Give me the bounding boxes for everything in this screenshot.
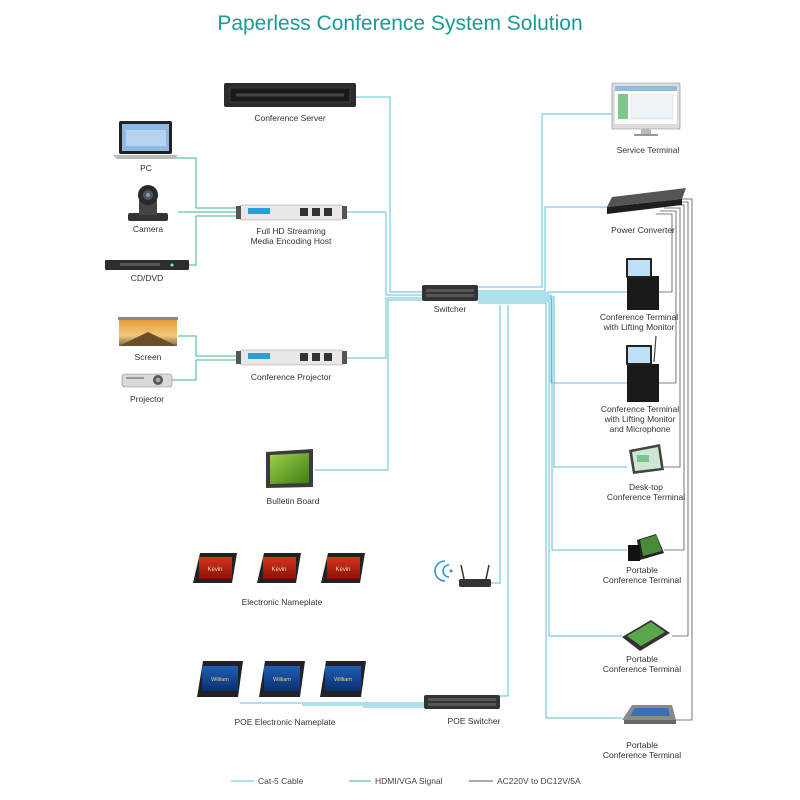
portable-terminal-3-device: [622, 705, 676, 724]
label-portable-terminal-3: Portable Conference Terminal: [602, 740, 682, 760]
label-projector: Projector: [129, 394, 165, 404]
label-electronic-nameplate: Electronic Nameplate: [241, 597, 323, 607]
label-cd-dvd: CD/DVD: [130, 273, 164, 283]
portable-terminal-2-device: [622, 620, 670, 651]
electronic-nameplate-devices: Kevin Kevin Kevin: [193, 553, 365, 583]
label-pc: PC: [140, 163, 152, 173]
screen-device: [118, 317, 178, 346]
cd-dvd-device: [105, 260, 189, 270]
nameplate-text: Kevin: [207, 567, 222, 573]
legend-cat5-label: Cat-5 Cable: [258, 776, 304, 786]
label-switcher: Switcher: [433, 304, 467, 314]
label-terminal-lifting: Conference Terminal with Lifting Monitor: [599, 312, 679, 332]
power-converter-device: [607, 188, 686, 214]
poe-nameplate-text: William: [211, 677, 229, 683]
label-conference-projector: Conference Projector: [250, 372, 332, 382]
legend-hdmi-label: HDMI/VGA Signal: [375, 776, 443, 786]
label-power-converter: Power Converter: [611, 225, 675, 235]
nameplate-text: Kevin: [335, 567, 350, 573]
page-title: Paperless Conference System Solution: [217, 12, 583, 35]
poe-nameplate-devices: William William William: [197, 661, 366, 697]
portable-terminal-1-device: [628, 534, 664, 561]
electronic-nameplate-1: Kevin: [193, 553, 237, 583]
conference-server-device: [224, 83, 356, 107]
poe-nameplate-2: William: [259, 661, 305, 697]
label-terminal-lifting-mic: Conference Terminal with Lifting Monitor…: [600, 404, 680, 434]
electronic-nameplate-2: Kevin: [257, 553, 301, 583]
electronic-nameplate-3: Kevin: [321, 553, 365, 583]
encoding-host-device: [236, 204, 347, 221]
desktop-terminal-device: [629, 444, 664, 474]
service-terminal-device: [611, 82, 681, 136]
pc-device: [113, 121, 178, 159]
label-poe-switcher: POE Switcher: [447, 716, 501, 726]
poe-nameplate-text: William: [334, 677, 352, 683]
bulletin-board-device: [266, 449, 313, 488]
label-portable-terminal-1: Portable Conference Terminal: [602, 565, 682, 585]
poe-switcher-device: [424, 695, 500, 709]
poe-nameplate-3: William: [320, 661, 366, 697]
label-screen: Screen: [134, 352, 162, 362]
label-desktop-terminal: Desk-top Conference Terminal: [606, 482, 686, 502]
nameplate-text: Kevin: [271, 567, 286, 573]
projector-device: [121, 373, 173, 388]
terminal-lifting-mic-device: [626, 335, 659, 402]
poe-nameplate-text: William: [273, 677, 291, 683]
camera-device: [128, 185, 168, 221]
label-bulletin-board: Bulletin Board: [266, 496, 320, 506]
wifi-router-device: [434, 560, 491, 587]
hdmi-cables: [172, 157, 240, 381]
label-service-terminal: Service Terminal: [616, 145, 680, 155]
legend-power-label: AC220V to DC12V/5A: [497, 776, 581, 786]
label-camera: Camera: [132, 224, 164, 234]
cat5-cables: [240, 96, 627, 719]
label-portable-terminal-2: Portable Conference Terminal: [602, 654, 682, 674]
switcher-device: [422, 285, 478, 301]
conference-projector-device: [236, 349, 347, 366]
label-encoding-host: Full HD Streaming Media Encoding Host: [250, 226, 332, 246]
label-conference-server: Conference Server: [254, 113, 326, 123]
terminal-lifting-device: [626, 258, 659, 310]
label-poe-nameplate: POE Electronic Nameplate: [234, 717, 336, 727]
poe-nameplate-1: William: [197, 661, 243, 697]
